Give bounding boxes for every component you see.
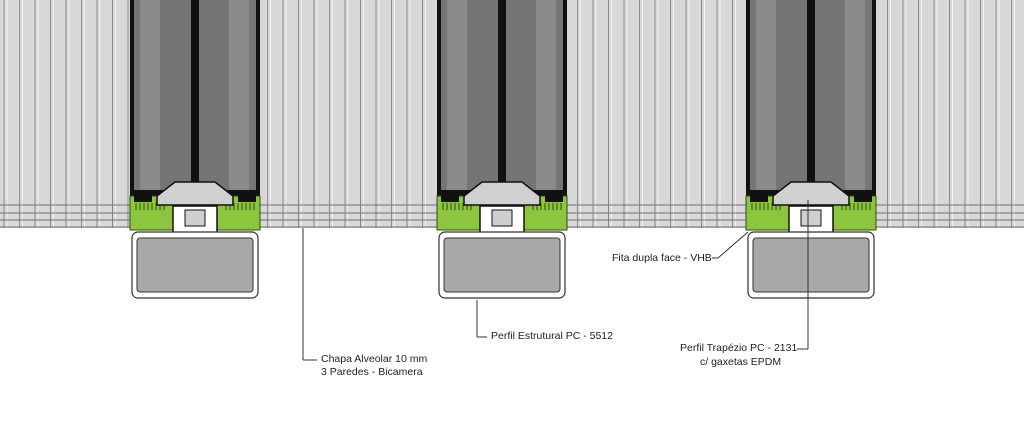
clip-hook-right [545, 190, 563, 202]
clip-hook-right [854, 190, 872, 202]
leader-fita [717, 231, 749, 259]
perfil-estrutural-core [443, 237, 561, 293]
clip-hook-right [238, 190, 256, 202]
profile-shade [447, 0, 467, 190]
label-perfil-estrutural: Perfil Estrutural PC - 5512 [491, 330, 613, 342]
joint-assembly-3 [745, 0, 877, 299]
label-trapezio-line2: c/ gaxetas EPDM [700, 356, 782, 368]
label-chapa-line1: Chapa Alveolar 10 mm [321, 353, 428, 365]
clip-hook-left [441, 190, 459, 202]
label-chapa-line2: 3 Paredes - Bicamera [321, 366, 423, 378]
perfil-estrutural-core [136, 237, 254, 293]
profile-shade [845, 0, 865, 190]
joint-assembly-1 [129, 0, 261, 299]
profile-shade [140, 0, 160, 190]
joint-assembly-2 [436, 0, 568, 299]
trapezio-cap [463, 181, 541, 206]
tee-core [184, 209, 206, 227]
profile-shade [536, 0, 556, 190]
trapezio-cap [156, 181, 234, 206]
clip-hook-left [134, 190, 152, 202]
clip-hook-left [750, 190, 768, 202]
profile-shade [229, 0, 249, 190]
label-fita-dupla-face: Fita dupla face - VHB [612, 252, 712, 264]
perfil-estrutural-core [752, 237, 870, 293]
tee-core [491, 209, 513, 227]
tee-core [800, 209, 822, 227]
trapezio-cap [772, 181, 850, 206]
label-trapezio-line1: Perfil Trapézio PC - 2131 [680, 342, 798, 354]
profile-shade [756, 0, 776, 190]
